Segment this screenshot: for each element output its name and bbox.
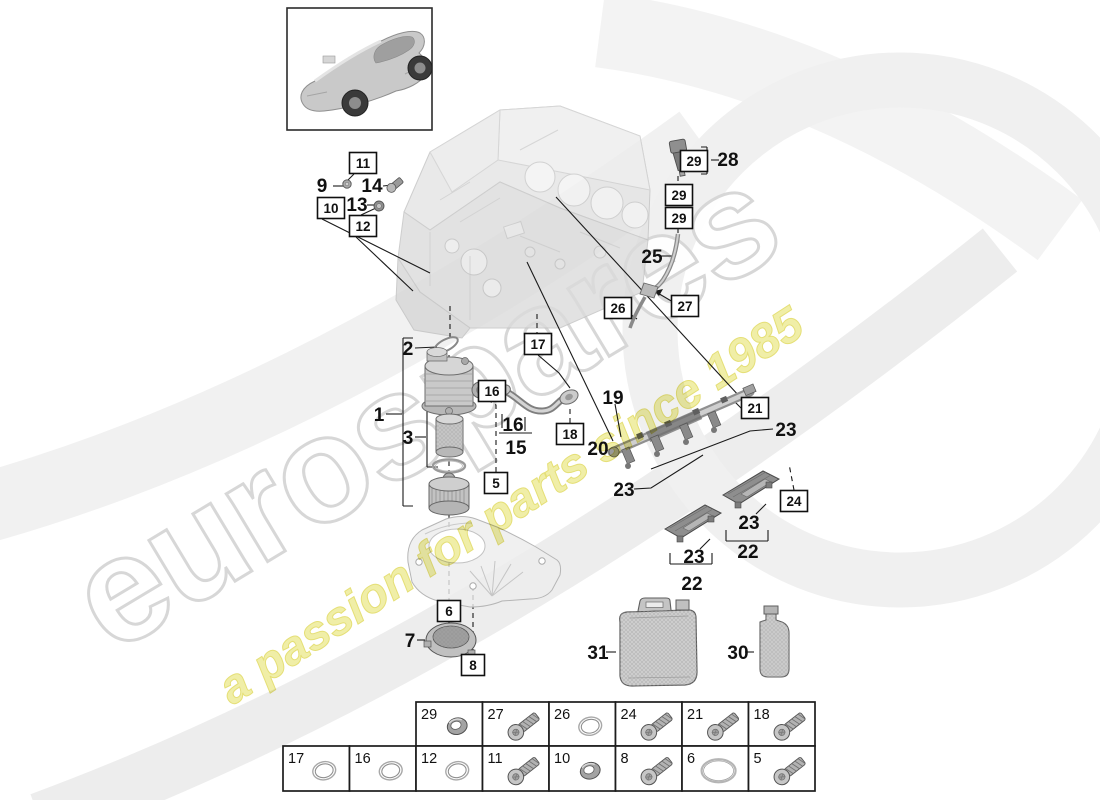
leader-lines xyxy=(321,146,795,653)
callout-22[interactable]: 22 xyxy=(681,574,702,595)
table-cell-number: 29 xyxy=(421,707,437,723)
callout-box-label: 18 xyxy=(562,427,578,442)
callout-16[interactable]: 16 xyxy=(502,415,523,436)
callout-box-label: 29 xyxy=(686,154,701,169)
injector-cover-left xyxy=(664,504,723,543)
table-cell-number: 12 xyxy=(421,751,437,767)
fasteners-table: 29 27 26 24 21 18 17 16 12 11 10 8 6 5 xyxy=(282,701,816,792)
callout-23[interactable]: 23 xyxy=(683,547,704,568)
callout-box-6[interactable]: 6 xyxy=(436,599,462,623)
callout-box-label: 27 xyxy=(677,299,692,314)
table-cell-number: 18 xyxy=(754,707,770,723)
table-cell-number: 21 xyxy=(687,707,703,723)
callout-box-12[interactable]: 12 xyxy=(348,214,378,238)
callout-7[interactable]: 7 xyxy=(405,631,416,652)
callout-23[interactable]: 23 xyxy=(613,480,634,501)
callout-box-5[interactable]: 5 xyxy=(483,471,509,495)
callout-23[interactable]: 23 xyxy=(775,420,796,441)
callout-box-29[interactable]: 29 xyxy=(679,149,709,173)
callout-box-8[interactable]: 8 xyxy=(460,653,486,677)
table-cell-16[interactable]: 16 xyxy=(348,745,417,792)
table-cell-17[interactable]: 17 xyxy=(282,745,351,792)
oil-cooler-housing xyxy=(421,347,489,416)
table-cell-number: 24 xyxy=(621,707,637,723)
callout-1[interactable]: 1 xyxy=(374,405,385,426)
table-cell-18[interactable]: 18 xyxy=(747,701,816,747)
engine-illustration xyxy=(395,105,651,339)
oil-filter-element xyxy=(435,407,464,458)
callout-3[interactable]: 3 xyxy=(403,428,414,449)
callout-box-16[interactable]: 16 xyxy=(477,379,507,403)
table-cell-number: 17 xyxy=(288,751,304,767)
oil-filter-cap xyxy=(428,472,470,516)
callout-28[interactable]: 28 xyxy=(717,150,738,171)
callout-box-21[interactable]: 21 xyxy=(740,396,770,420)
callout-box-label: 8 xyxy=(469,658,477,673)
callout-25[interactable]: 25 xyxy=(641,247,663,268)
table-cell-number: 10 xyxy=(554,751,570,767)
table-cell-8[interactable]: 8 xyxy=(614,745,683,792)
table-cell-number: 11 xyxy=(488,751,503,767)
sensor-bolts xyxy=(342,177,404,212)
table-cell-number: 26 xyxy=(554,707,570,723)
table-cell-11[interactable]: 11 xyxy=(481,745,550,792)
callout-box-label: 26 xyxy=(610,301,626,316)
callout-box-label: 12 xyxy=(355,219,370,234)
table-cell-number: 16 xyxy=(355,751,371,767)
oil-canister xyxy=(619,597,698,687)
table-cell-26[interactable]: 26 xyxy=(548,701,617,747)
dipstick-tube xyxy=(628,233,681,329)
table-cell-12[interactable]: 12 xyxy=(415,745,484,792)
callout-30[interactable]: 30 xyxy=(727,643,748,664)
callout-19[interactable]: 19 xyxy=(602,388,623,409)
table-cell-number: 5 xyxy=(754,751,762,767)
callout-31[interactable]: 31 xyxy=(587,643,609,664)
table-cell-number: 6 xyxy=(687,751,695,767)
callout-20[interactable]: 20 xyxy=(587,439,608,460)
baffle-plate xyxy=(407,516,562,608)
table-cell-10[interactable]: 10 xyxy=(548,745,617,792)
fuel-rail xyxy=(607,383,757,469)
table-cell-29[interactable]: 29 xyxy=(415,701,484,747)
callout-9[interactable]: 9 xyxy=(317,176,328,197)
car-thumbnail xyxy=(286,7,433,131)
callout-box-label: 29 xyxy=(671,211,686,226)
table-cell-21[interactable]: 21 xyxy=(681,701,750,747)
callout-box-label: 5 xyxy=(492,476,500,491)
callout-box-label: 29 xyxy=(671,188,686,203)
table-cell-24[interactable]: 24 xyxy=(614,701,683,747)
callout-14[interactable]: 14 xyxy=(361,176,383,197)
oil-bottle xyxy=(759,605,790,678)
callout-22[interactable]: 22 xyxy=(737,542,758,563)
callout-box-17[interactable]: 17 xyxy=(523,332,553,356)
callout-box-label: 24 xyxy=(786,494,802,509)
table-cell-5[interactable]: 5 xyxy=(747,745,816,792)
callout-box-label: 10 xyxy=(323,201,338,216)
callout-box-11[interactable]: 11 xyxy=(348,151,378,175)
callout-box-label: 17 xyxy=(530,337,545,352)
callout-box-24[interactable]: 24 xyxy=(779,489,809,513)
injector-cover-right xyxy=(722,470,781,509)
callout-box-10[interactable]: 10 xyxy=(316,196,346,220)
table-cell-6[interactable]: 6 xyxy=(681,745,750,792)
callout-13[interactable]: 13 xyxy=(346,195,367,216)
callout-box-label: 6 xyxy=(445,604,453,619)
callout-2[interactable]: 2 xyxy=(403,339,414,360)
callout-box-18[interactable]: 18 xyxy=(555,422,585,446)
callout-box-label: 11 xyxy=(356,156,371,171)
table-cell-27[interactable]: 27 xyxy=(481,701,550,747)
table-cell-number: 8 xyxy=(621,751,629,767)
callout-box-29[interactable]: 29 xyxy=(664,183,694,207)
callout-box-29[interactable]: 29 xyxy=(664,206,694,230)
callout-box-27[interactable]: 27 xyxy=(670,294,700,318)
callout-23[interactable]: 23 xyxy=(738,513,759,534)
table-cell-number: 27 xyxy=(488,707,504,723)
callout-box-label: 16 xyxy=(484,384,500,399)
callout-15[interactable]: 15 xyxy=(505,438,527,459)
callout-box-label: 21 xyxy=(747,401,763,416)
callout-box-26[interactable]: 26 xyxy=(603,296,633,320)
oil-drain-cap xyxy=(423,622,477,658)
